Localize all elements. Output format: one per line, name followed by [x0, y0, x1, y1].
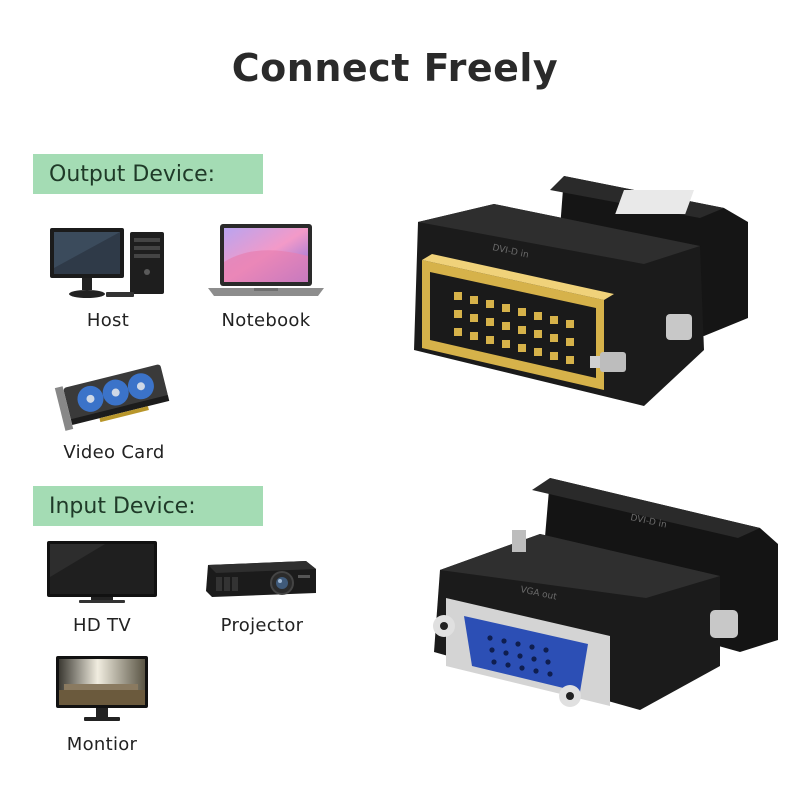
- output-device-heading: Output Device:: [33, 154, 263, 194]
- page-title: Connect Freely: [231, 46, 559, 90]
- input-device-heading: Input Device:: [33, 486, 263, 526]
- input-device-heading-text: Input Device:: [49, 493, 196, 519]
- tv-icon: [47, 541, 157, 603]
- adapter-dvi-side: DVI-D in: [404, 168, 764, 412]
- monitor-icon: [56, 656, 148, 721]
- device-monitor: Montior: [32, 654, 172, 755]
- desktop-computer-icon: [49, 228, 164, 298]
- projector-icon: [206, 561, 316, 597]
- device-projector: Projector: [192, 537, 332, 636]
- output-device-heading-text: Output Device:: [49, 161, 216, 187]
- device-notebook: Notebook: [196, 222, 336, 331]
- device-label: Host: [86, 310, 130, 331]
- graphics-card-icon: [54, 364, 170, 431]
- device-video-card: Video Card: [44, 352, 184, 463]
- device-label: Notebook: [221, 310, 311, 331]
- device-hd-tv: HD TV: [32, 537, 172, 636]
- device-host: Host: [38, 222, 178, 331]
- laptop-icon: [208, 224, 324, 296]
- device-label: Video Card: [63, 442, 165, 463]
- device-label: Projector: [220, 615, 304, 636]
- device-label: HD TV: [73, 615, 131, 636]
- device-label: Montior: [66, 734, 138, 755]
- adapter-vga-side: DVI-D in VGA out: [420, 470, 790, 724]
